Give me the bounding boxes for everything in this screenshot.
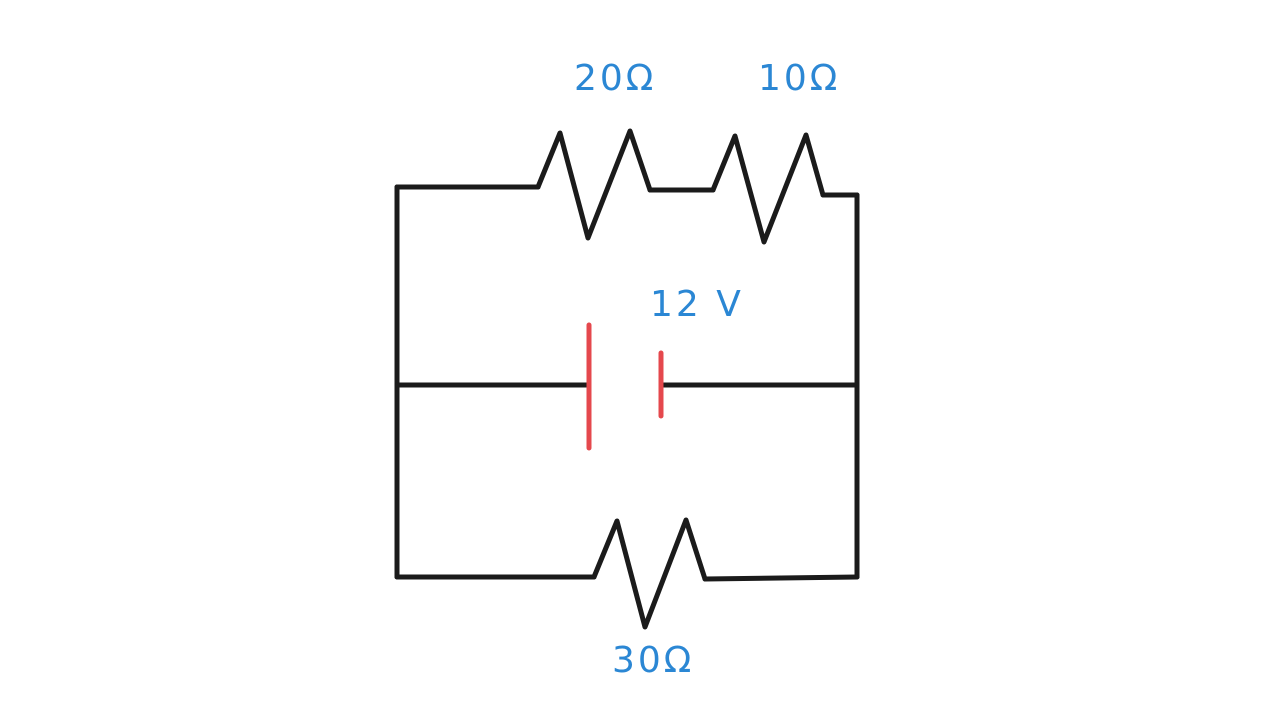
- resistor-20-ohm-label: 20Ω: [574, 58, 656, 99]
- bottom-wire-right: [702, 574, 860, 582]
- resistor-20-ohm: [535, 128, 653, 241]
- battery-voltage-label: 12 V: [650, 284, 744, 325]
- resistor-30-ohm: [591, 517, 708, 630]
- resistor-30-ohm-label: 30Ω: [612, 640, 694, 681]
- resistor-10-ohm: [710, 132, 826, 245]
- resistor-10-ohm-label: 10Ω: [758, 58, 840, 99]
